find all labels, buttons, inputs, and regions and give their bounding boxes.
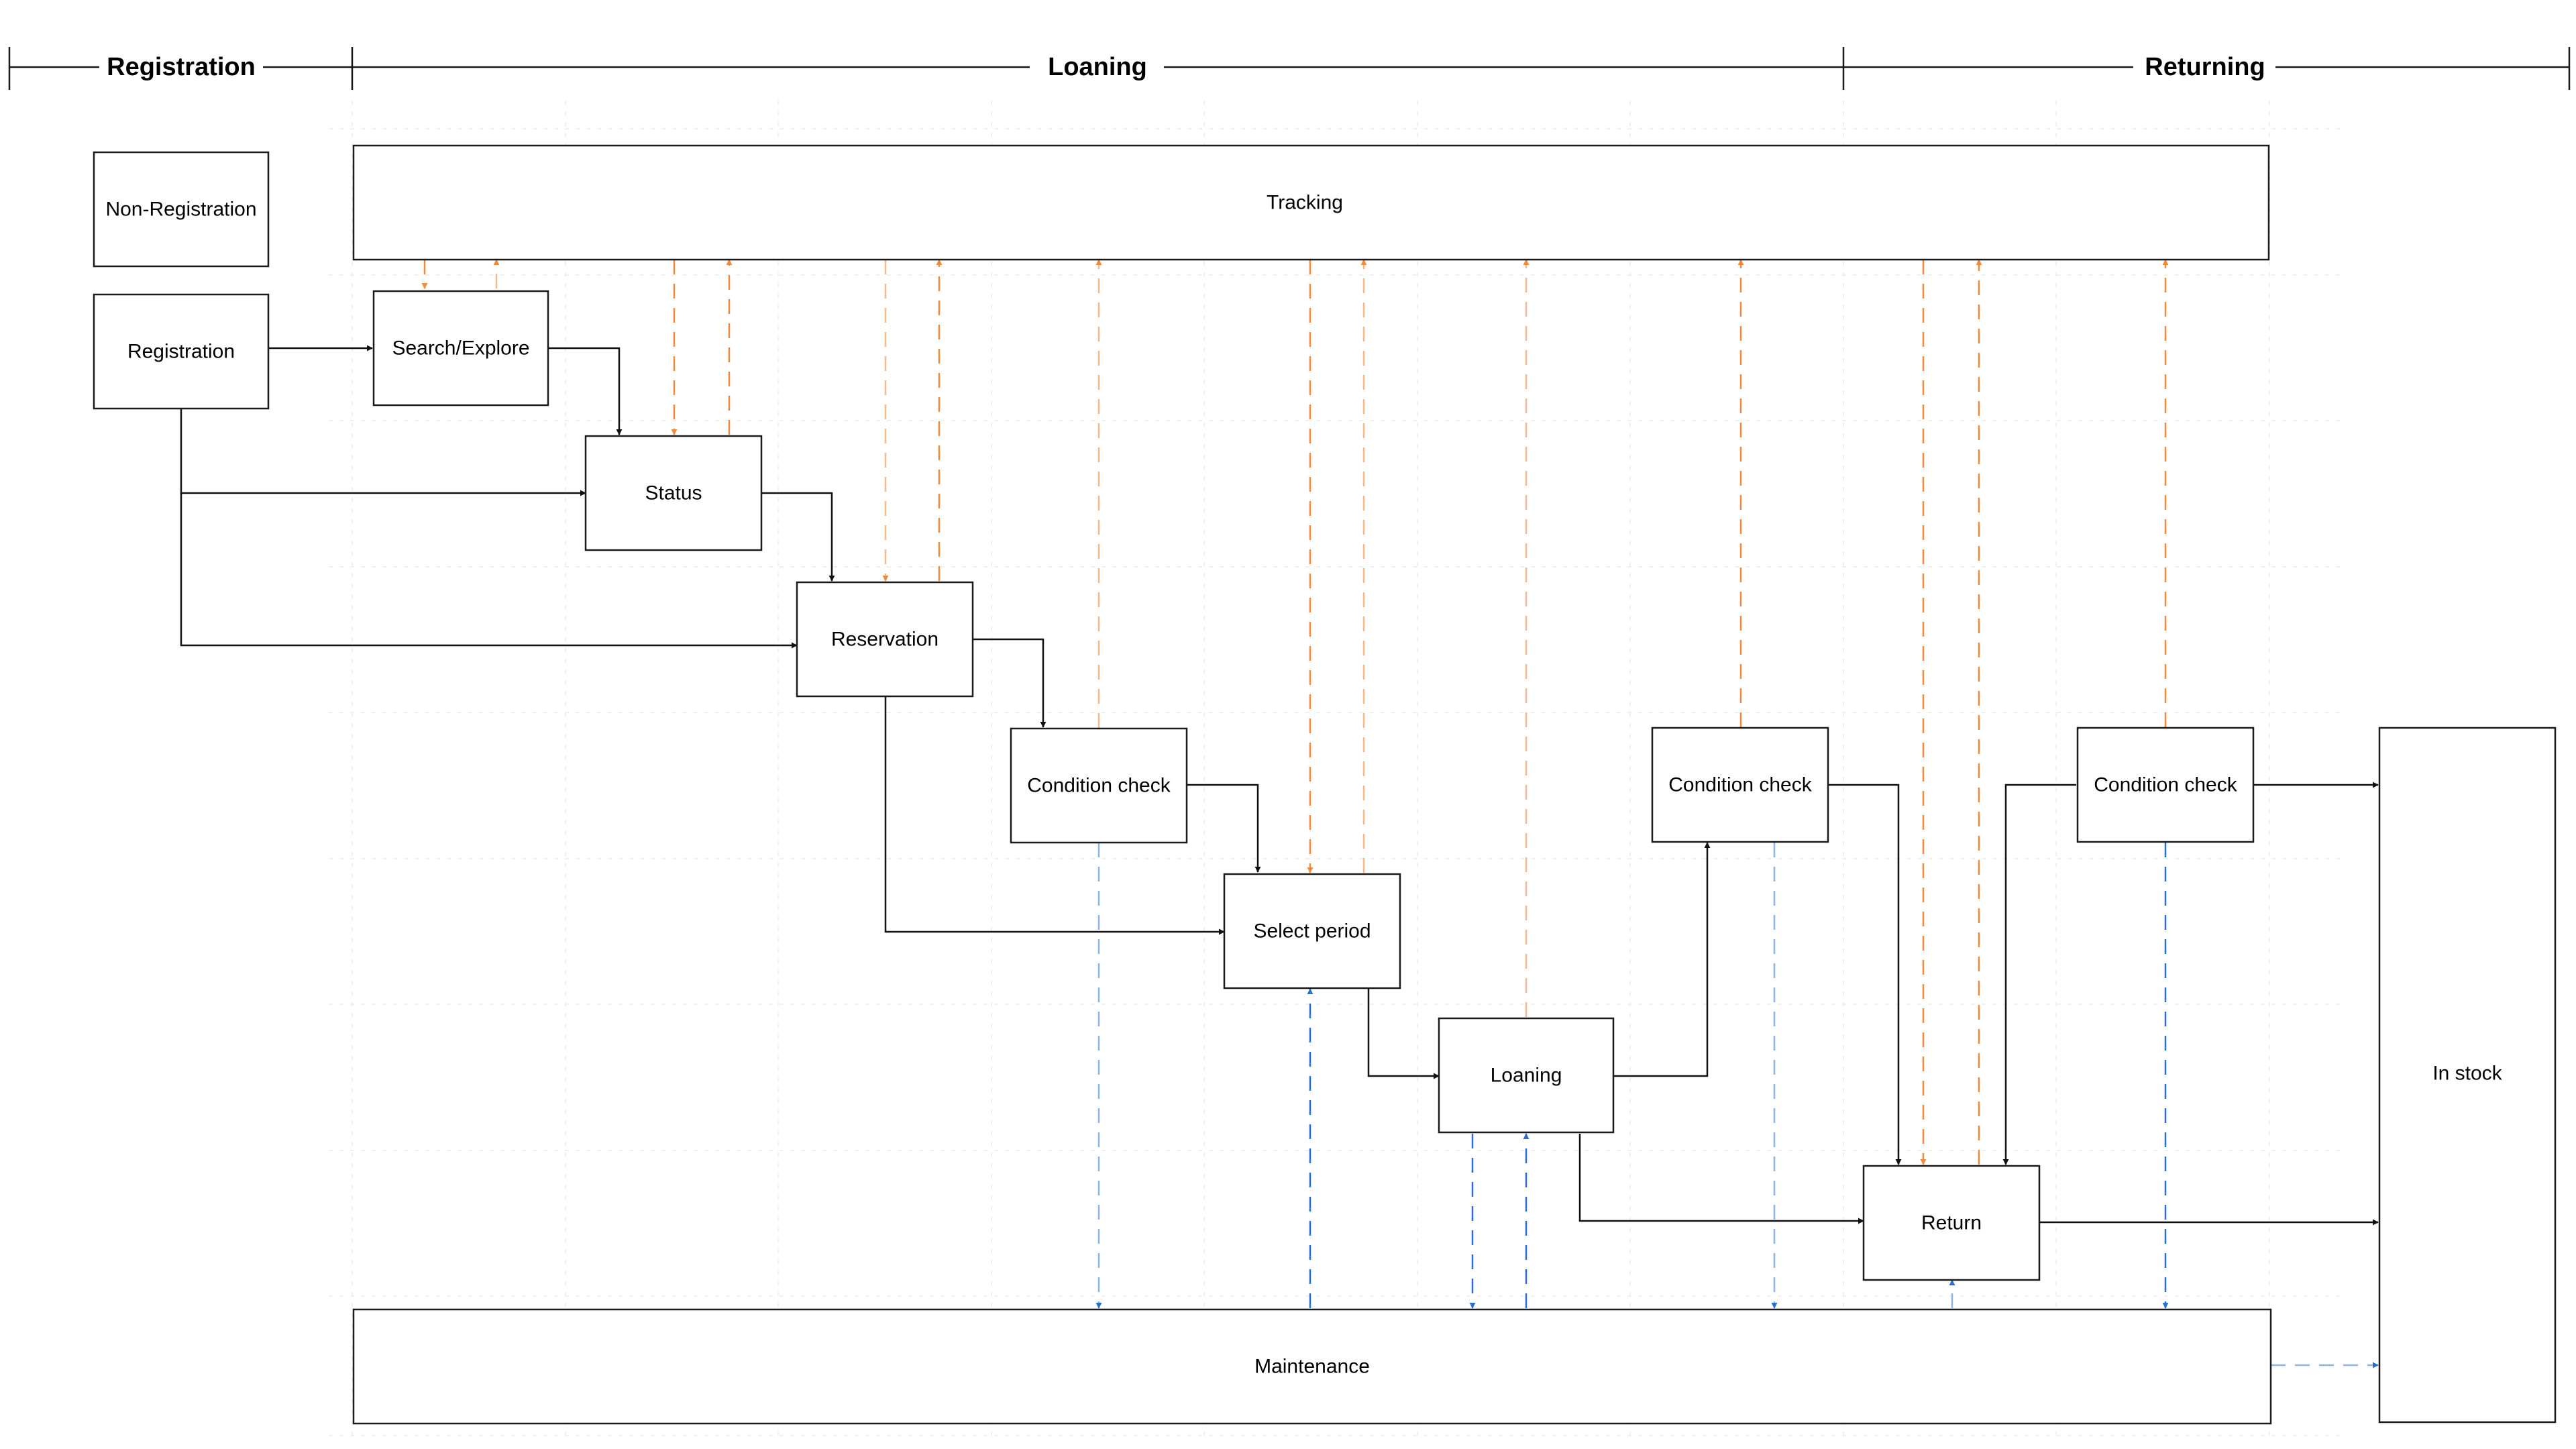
node-tracking-label: Tracking bbox=[1267, 192, 1343, 214]
node-registration[interactable]: Registration bbox=[93, 293, 270, 410]
node-condition-check-3-label: Condition check bbox=[2094, 774, 2237, 796]
node-reservation[interactable]: Reservation bbox=[796, 581, 974, 698]
node-non-registration[interactable]: Non-Registration bbox=[93, 151, 270, 268]
phase-registration-label: Registration bbox=[107, 53, 256, 81]
node-search-explore[interactable]: Search/Explore bbox=[372, 290, 549, 407]
node-tracking[interactable]: Tracking bbox=[352, 144, 2270, 261]
node-registration-label: Registration bbox=[127, 341, 235, 363]
node-loaning[interactable]: Loaning bbox=[1438, 1017, 1615, 1134]
node-maintenance[interactable]: Maintenance bbox=[352, 1308, 2272, 1425]
node-non-registration-label: Non-Registration bbox=[105, 199, 256, 221]
node-search-explore-label: Search/Explore bbox=[392, 337, 529, 360]
maintenance-links bbox=[1095, 843, 2379, 1368]
node-in-stock-label: In stock bbox=[2432, 1063, 2502, 1085]
node-condition-check-2-label: Condition check bbox=[1668, 774, 1812, 796]
node-condition-check-1[interactable]: Condition check bbox=[1010, 727, 1188, 844]
phase-header: Registration Loaning Returning bbox=[8, 47, 2571, 90]
node-select-period-label: Select period bbox=[1253, 920, 1371, 943]
node-maintenance-label: Maintenance bbox=[1254, 1356, 1370, 1378]
phase-returning-label: Returning bbox=[2145, 53, 2265, 81]
node-select-period[interactable]: Select period bbox=[1223, 873, 1401, 989]
phase-loaning-label: Loaning bbox=[1048, 53, 1147, 81]
process-flow bbox=[180, 345, 2379, 1226]
node-in-stock[interactable]: In stock bbox=[2378, 727, 2557, 1424]
node-condition-check-3[interactable]: Condition check bbox=[2076, 727, 2255, 843]
node-return-label: Return bbox=[1921, 1212, 1982, 1234]
node-loaning-label: Loaning bbox=[1491, 1065, 1562, 1087]
node-return[interactable]: Return bbox=[1862, 1165, 2041, 1281]
node-reservation-label: Reservation bbox=[831, 629, 938, 651]
tracking-links bbox=[421, 259, 2169, 1165]
node-status-label: Status bbox=[645, 482, 702, 504]
node-status[interactable]: Status bbox=[584, 435, 763, 551]
node-condition-check-2[interactable]: Condition check bbox=[1651, 727, 1829, 843]
node-condition-check-1-label: Condition check bbox=[1027, 775, 1171, 797]
